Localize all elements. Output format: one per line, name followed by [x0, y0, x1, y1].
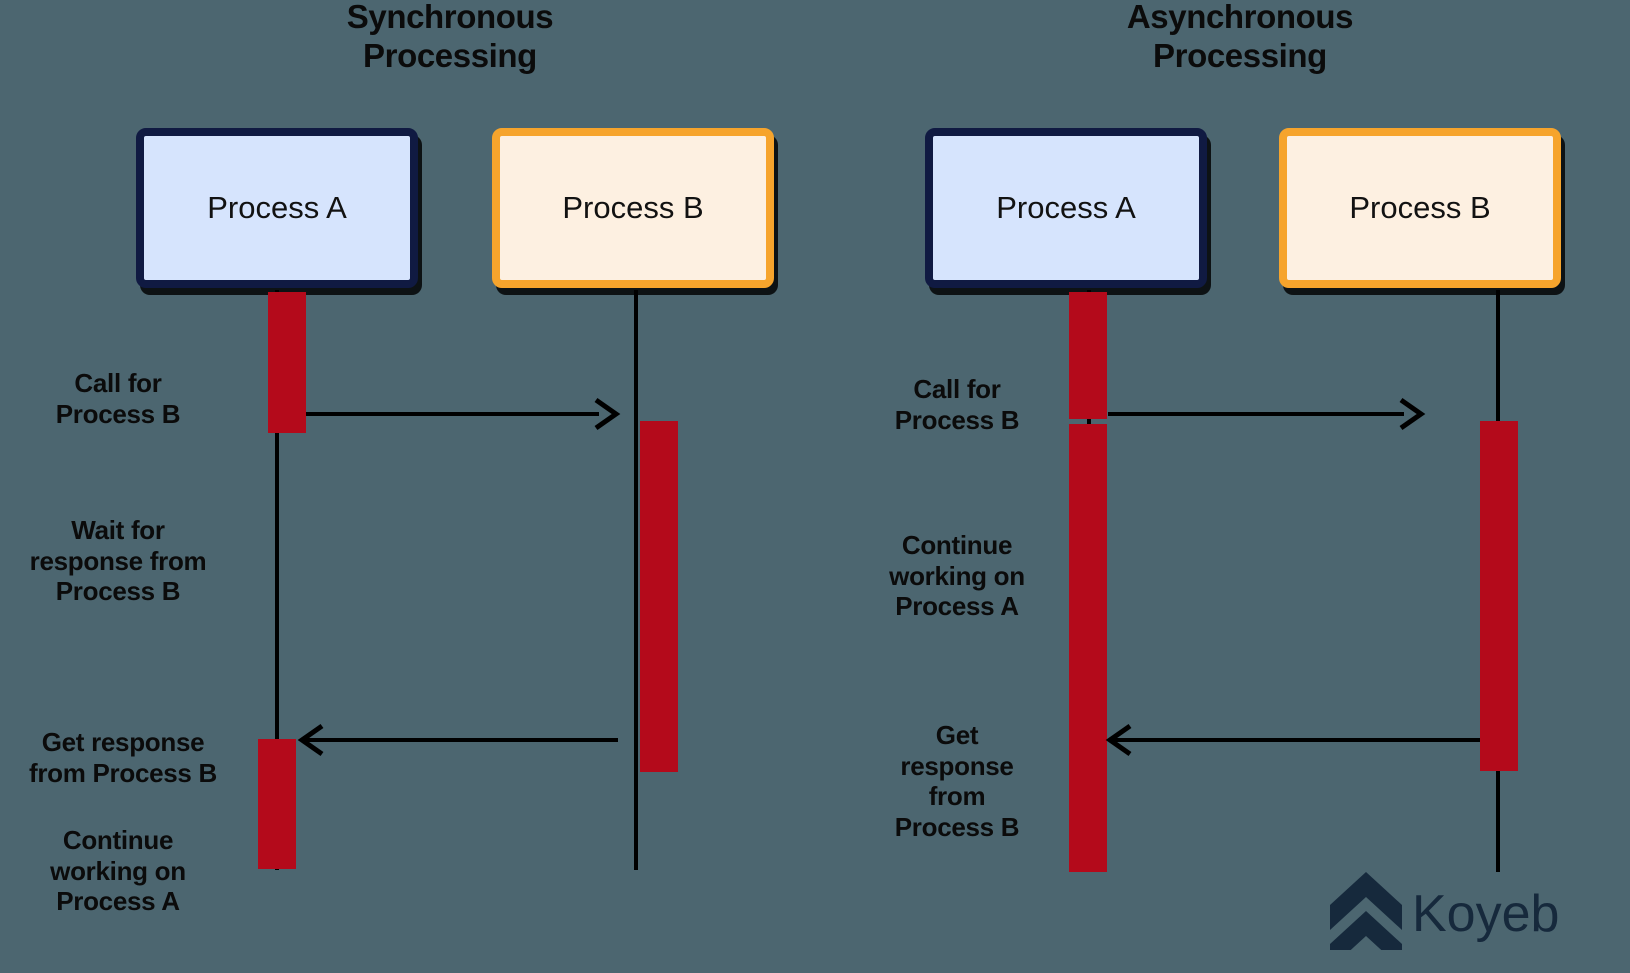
sync-participant-process-a[interactable]: Process A	[136, 128, 418, 288]
async-activation-a-call	[1069, 292, 1107, 419]
sync-participant-process-b[interactable]: Process B	[492, 128, 774, 288]
sync-panel-title: Synchronous Processing	[346, 0, 554, 74]
async-activation-a-continue	[1069, 424, 1107, 872]
sync-lifeline-process-b	[634, 290, 638, 870]
sync-step-label-2: Wait for response from Process B	[29, 515, 207, 607]
sync-activation-a-resume	[258, 739, 296, 869]
koyeb-logo[interactable]: Koyeb	[1330, 872, 1560, 969]
sync-participant-process-a-label: Process A	[207, 190, 347, 225]
sync-step-label-3: Get response from Process B	[29, 727, 217, 788]
async-participant-process-b-label: Process B	[1349, 190, 1491, 225]
koyeb-chevrons-icon	[1330, 872, 1402, 969]
sync-lifeline-process-a	[275, 290, 279, 870]
sync-message-call-line	[306, 412, 599, 416]
async-message-call-line	[1108, 412, 1404, 416]
async-activation-b-work	[1480, 421, 1518, 771]
async-participant-process-a-label: Process A	[996, 190, 1136, 225]
sync-activation-a-call	[268, 292, 306, 433]
koyeb-wordmark: Koyeb	[1412, 884, 1560, 943]
async-panel-title: Asynchronous Processing	[1126, 0, 1354, 74]
async-message-response-line	[1114, 738, 1480, 742]
sync-participant-process-b-label: Process B	[562, 190, 704, 225]
async-participant-process-b[interactable]: Process B	[1279, 128, 1561, 288]
sync-step-label-4: Continue working on Process A	[50, 825, 186, 917]
async-step-label-1: Call for Process B	[894, 374, 1020, 435]
async-participant-process-a[interactable]: Process A	[925, 128, 1207, 288]
async-step-label-2: Continue working on Process A	[889, 530, 1025, 622]
sync-activation-b-work	[640, 421, 678, 772]
sync-step-label-1: Call for Process B	[55, 368, 181, 429]
sync-message-response-line	[306, 738, 618, 742]
async-step-label-3: Get response from Process B	[894, 720, 1020, 843]
